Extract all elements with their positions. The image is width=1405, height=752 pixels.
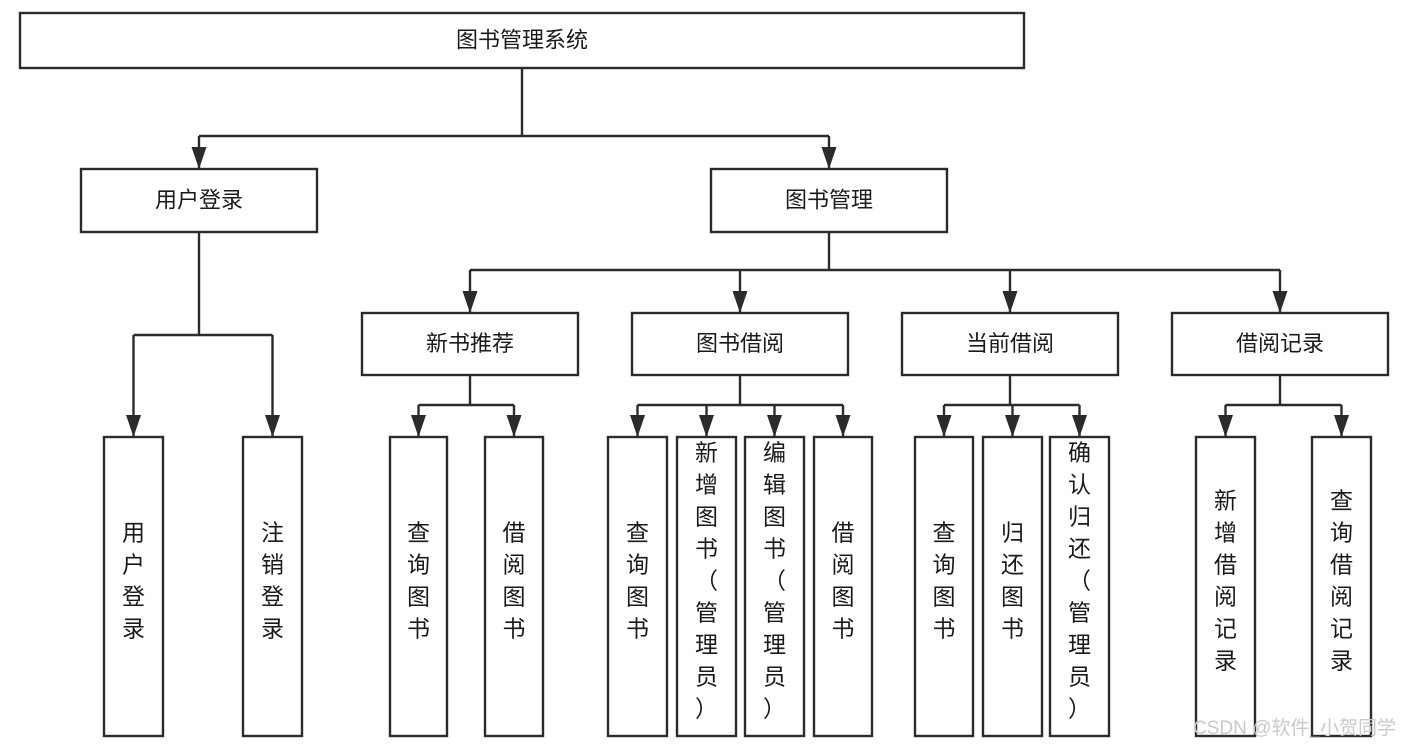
node-label-leaf-add-record: 新增借阅记录 xyxy=(1214,488,1237,674)
node-leaf-query-book-1[interactable]: 查询图书 xyxy=(388,435,449,738)
node-borrow-record[interactable]: 借阅记录 xyxy=(1170,311,1390,377)
node-box-current-borrow xyxy=(900,311,1120,377)
node-leaf-query-record[interactable]: 查询借阅记录 xyxy=(1310,435,1373,738)
node-label-leaf-query-book-2: 查询图书 xyxy=(626,520,649,642)
book-borrow-arrow-leaf-add-book xyxy=(699,415,714,437)
node-box-leaf-logout xyxy=(241,435,304,738)
node-leaf-return-book[interactable]: 归还图书 xyxy=(981,435,1044,738)
node-label-leaf-user-login: 用户登录 xyxy=(122,520,145,642)
node-box-leaf-add-book xyxy=(675,435,738,738)
node-label-leaf-query-book-3: 查询图书 xyxy=(933,520,956,642)
node-box-leaf-borrow-book-2 xyxy=(812,435,874,738)
node-label-leaf-borrow-book-2: 借阅图书 xyxy=(832,520,855,642)
node-leaf-logout[interactable]: 注销登录 xyxy=(241,435,304,738)
node-box-leaf-return-book xyxy=(981,435,1044,738)
node-box-book-manage xyxy=(709,167,949,234)
user-login-arrow-leaf-user-login xyxy=(126,415,141,437)
node-box-new-book-rec xyxy=(360,311,580,377)
node-leaf-add-book[interactable]: 新增图书（管理员） xyxy=(675,435,738,738)
node-box-leaf-confirm-return xyxy=(1048,435,1111,738)
node-box-leaf-query-record xyxy=(1310,435,1373,738)
node-user-login[interactable]: 用户登录 xyxy=(79,167,319,234)
node-label-current-borrow: 当前借阅 xyxy=(966,331,1054,356)
node-leaf-add-record[interactable]: 新增借阅记录 xyxy=(1194,435,1257,738)
node-leaf-user-login[interactable]: 用户登录 xyxy=(102,435,165,738)
node-label-user-login: 用户登录 xyxy=(155,187,243,212)
csdn-watermark: CSDN @软件_小贺同学 xyxy=(1193,717,1396,739)
node-leaf-confirm-return[interactable]: 确认归还（管理员） xyxy=(1048,435,1111,738)
node-leaf-query-book-2[interactable]: 查询图书 xyxy=(606,435,669,738)
current-borrow-arrow-leaf-return-book xyxy=(1005,415,1020,437)
current-borrow-arrow-leaf-query-book-3 xyxy=(936,415,952,437)
node-label-leaf-confirm-return: 确认归还（管理员） xyxy=(1068,440,1091,722)
node-box-root xyxy=(18,11,1026,70)
node-box-user-login xyxy=(79,167,319,234)
node-label-book-borrow: 图书借阅 xyxy=(696,331,784,356)
book-manage-arrow-current-borrow xyxy=(1002,291,1018,313)
node-label-leaf-logout: 注销登录 xyxy=(261,520,284,642)
node-label-leaf-query-book-1: 查询图书 xyxy=(407,520,430,642)
node-leaf-edit-book[interactable]: 编辑图书（管理员） xyxy=(743,435,806,738)
root-arrow-book-manage xyxy=(821,147,837,169)
node-label-book-manage: 图书管理 xyxy=(785,187,873,212)
node-leaf-borrow-book-2[interactable]: 借阅图书 xyxy=(812,435,874,738)
current-borrow-arrow-leaf-confirm-return xyxy=(1072,415,1087,437)
node-label-borrow-record: 借阅记录 xyxy=(1236,331,1324,356)
new-book-rec-arrow-leaf-query-book-1 xyxy=(411,415,426,437)
user-login-arrow-leaf-logout xyxy=(265,415,280,437)
book-manage-arrow-borrow-record xyxy=(1272,291,1288,313)
node-box-leaf-edit-book xyxy=(743,435,806,738)
node-box-leaf-borrow-book-1 xyxy=(483,435,545,738)
root-arrow-user-login xyxy=(191,147,207,169)
node-box-leaf-query-book-3 xyxy=(913,435,975,738)
node-box-leaf-add-record xyxy=(1194,435,1257,738)
node-label-new-book-rec: 新书推荐 xyxy=(426,331,514,356)
node-leaf-query-book-3[interactable]: 查询图书 xyxy=(913,435,975,738)
node-book-borrow[interactable]: 图书借阅 xyxy=(630,311,850,377)
connector-layer xyxy=(126,68,1349,437)
borrow-record-arrow-leaf-query-record xyxy=(1334,415,1349,437)
node-label-leaf-return-book: 归还图书 xyxy=(1001,520,1024,642)
node-label-leaf-edit-book: 编辑图书（管理员） xyxy=(763,440,786,722)
node-box-leaf-query-book-1 xyxy=(388,435,449,738)
node-label-leaf-add-book: 新增图书（管理员） xyxy=(695,440,718,722)
node-layer: 图书管理系统用户登录图书管理新书推荐图书借阅当前借阅借阅记录用户登录注销登录查询… xyxy=(18,11,1390,738)
book-borrow-arrow-leaf-borrow-book-2 xyxy=(835,415,851,437)
node-root[interactable]: 图书管理系统 xyxy=(18,11,1026,70)
node-new-book-rec[interactable]: 新书推荐 xyxy=(360,311,580,377)
book-manage-arrow-new-book-rec xyxy=(462,291,478,313)
node-box-book-borrow xyxy=(630,311,850,377)
book-manage-arrow-book-borrow xyxy=(732,291,748,313)
node-label-leaf-query-record: 查询借阅记录 xyxy=(1330,488,1353,674)
node-label-leaf-borrow-book-1: 借阅图书 xyxy=(503,520,526,642)
book-borrow-arrow-leaf-query-book-2 xyxy=(630,415,645,437)
borrow-record-arrow-leaf-add-record xyxy=(1218,415,1233,437)
node-box-borrow-record xyxy=(1170,311,1390,377)
node-label-root: 图书管理系统 xyxy=(456,27,588,52)
node-box-leaf-query-book-2 xyxy=(606,435,669,738)
node-leaf-borrow-book-1[interactable]: 借阅图书 xyxy=(483,435,545,738)
new-book-rec-arrow-leaf-borrow-book-1 xyxy=(506,415,522,437)
node-box-leaf-user-login xyxy=(102,435,165,738)
node-current-borrow[interactable]: 当前借阅 xyxy=(900,311,1120,377)
book-borrow-arrow-leaf-edit-book xyxy=(767,415,782,437)
node-book-manage[interactable]: 图书管理 xyxy=(709,167,949,234)
